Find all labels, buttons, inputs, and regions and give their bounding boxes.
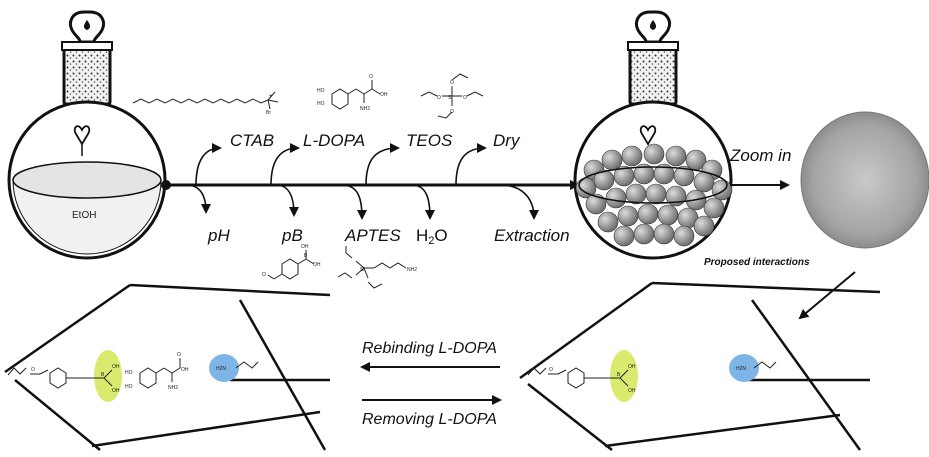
ctab-label: CTAB xyxy=(230,131,275,150)
branch-pb xyxy=(275,184,299,217)
svg-text:O: O xyxy=(31,367,35,373)
svg-text:HO: HO xyxy=(317,88,325,94)
svg-text:O: O xyxy=(450,80,454,86)
svg-text:NH2: NH2 xyxy=(360,106,370,112)
svg-text:OH: OH xyxy=(112,388,120,394)
svg-text:+: + xyxy=(269,93,272,99)
imprinted-site-loaded xyxy=(4,283,331,451)
imprinted-site-empty xyxy=(519,281,881,451)
pb-label: pB xyxy=(282,226,303,245)
svg-text:O: O xyxy=(463,95,467,101)
teos-structure-icon: Si O O O O xyxy=(420,73,484,119)
l-dopa-label: L-DOPA xyxy=(303,131,366,150)
svg-text:O: O xyxy=(437,95,441,101)
aptes-structure-icon: Si NH2 xyxy=(337,246,417,289)
svg-text:OH: OH xyxy=(112,364,120,370)
svg-text:O: O xyxy=(549,367,553,373)
svg-text:O: O xyxy=(177,352,181,358)
boronic-acid-site-icon: O B OH OH H2N xyxy=(527,361,777,394)
svg-text:Si: Si xyxy=(448,95,452,101)
h2o-label: H2O xyxy=(416,226,448,247)
branch-dry xyxy=(455,143,487,186)
particle-beads xyxy=(575,143,733,247)
svg-text:NH2: NH2 xyxy=(407,267,417,273)
svg-text:Br: Br xyxy=(266,110,271,116)
boronate-highlight xyxy=(94,350,122,402)
ctab-structure-icon: + Br xyxy=(132,91,279,116)
boronate-ester-complex-icon: O B OH OH HO HO OH O NH2 H2N xyxy=(7,352,259,394)
branch-ph xyxy=(185,184,211,214)
svg-text:OH: OH xyxy=(313,262,321,268)
interactions-arrow xyxy=(798,271,856,320)
amine-highlight xyxy=(209,354,239,382)
branch-ctab xyxy=(195,143,222,186)
branch-ldopa xyxy=(270,143,300,186)
svg-text:H2N: H2N xyxy=(216,366,226,372)
l-dopa-structure-icon: HO HO OH O NH2 xyxy=(317,74,388,112)
boronate-highlight xyxy=(610,350,638,402)
rebinding-label: Rebinding L-DOPA xyxy=(362,340,497,357)
teos-label: TEOS xyxy=(406,131,453,150)
svg-text:OH: OH xyxy=(628,388,636,394)
svg-text:HO: HO xyxy=(317,101,325,107)
svg-text:Si: Si xyxy=(360,267,364,273)
flask-stopper-icon xyxy=(627,10,679,106)
svg-text:NH2: NH2 xyxy=(168,385,178,391)
flask-stopper-icon xyxy=(61,10,113,106)
branch-extraction xyxy=(499,184,539,220)
branch-teos xyxy=(365,143,400,186)
ph-label: pH xyxy=(208,226,230,245)
svg-text:HO: HO xyxy=(125,370,133,376)
svg-text:OH: OH xyxy=(301,244,309,250)
svg-text:H2N: H2N xyxy=(736,366,746,372)
svg-text:O: O xyxy=(450,109,454,115)
svg-text:OH: OH xyxy=(380,92,388,98)
branch-aptes xyxy=(341,184,367,220)
dry-label: Dry xyxy=(493,131,520,150)
aptes-label: APTES xyxy=(345,226,401,245)
pb-structure-icon: O B OH OH xyxy=(262,244,321,280)
svg-text:HO: HO xyxy=(125,384,133,390)
svg-text:B: B xyxy=(101,372,105,378)
interactions-label: Proposed interactions xyxy=(704,257,810,268)
reaction-flask-right xyxy=(573,10,733,260)
svg-text:O: O xyxy=(262,272,266,278)
amine-highlight xyxy=(729,354,759,382)
svg-text:O: O xyxy=(369,74,373,80)
reaction-flask-left: EtOH xyxy=(7,10,167,260)
solvent-label: EtOH xyxy=(72,210,96,221)
svg-text:OH: OH xyxy=(628,364,636,370)
extraction-label: Extraction xyxy=(494,226,570,245)
svg-text:B: B xyxy=(617,372,621,378)
svg-text:B: B xyxy=(304,253,308,259)
removing-label: Removing L-DOPA xyxy=(362,411,497,428)
svg-text:OH: OH xyxy=(181,367,189,373)
branch-h2o xyxy=(411,184,435,220)
zoom-label: Zoom in xyxy=(730,146,792,165)
particle-micrograph xyxy=(800,111,929,249)
